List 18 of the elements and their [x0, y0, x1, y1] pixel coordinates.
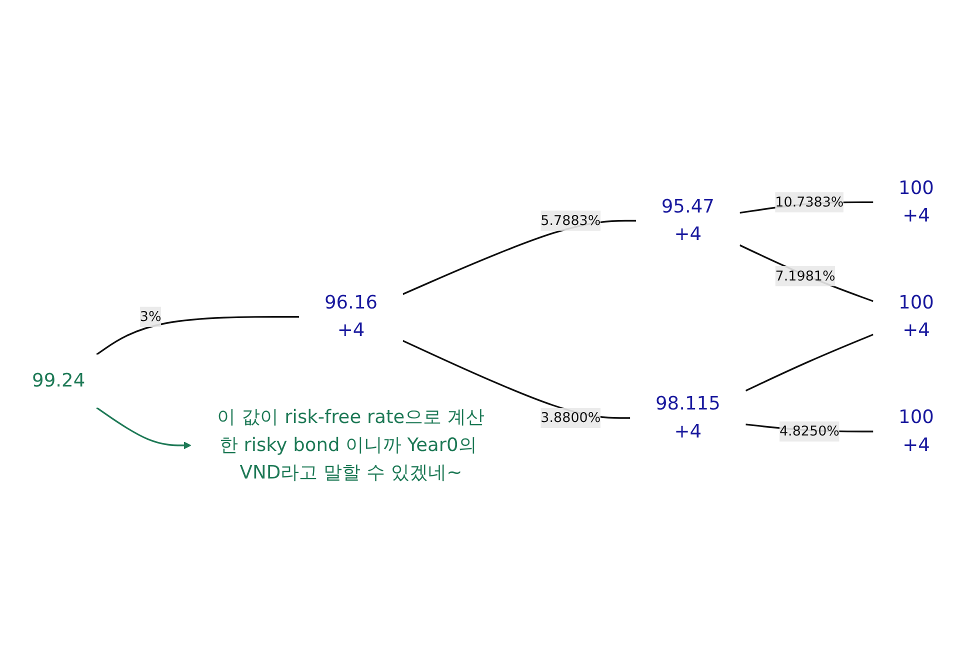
node-text: 100 +4: [898, 177, 934, 226]
edge-label: 4.8250%: [779, 422, 840, 439]
edge-label: 3%: [140, 308, 162, 324]
arrow: [96, 406, 192, 449]
edge-label: 3.8800%: [540, 409, 601, 426]
node-text: 95.47 +4: [661, 196, 714, 245]
connector: [739, 244, 874, 302]
connector: [745, 333, 874, 392]
node-text: 99.24: [32, 370, 86, 392]
node-text: 100 +4: [898, 292, 934, 342]
edge-label: 10.7383%: [775, 194, 844, 210]
node-text: 이 값이 risk-free rate으로 계산한 risky bond 이니까 Year0의 VND라고 말할 수 있겠네~: [217, 406, 485, 484]
edge-label: 7.1981%: [775, 267, 836, 284]
node-text: 98.115 +4: [655, 393, 720, 442]
edge-label: 5.7883%: [540, 212, 601, 228]
node-text: 96.16 +4: [324, 292, 378, 342]
connector: [96, 316, 300, 355]
node-text: 100 +4: [898, 406, 934, 456]
